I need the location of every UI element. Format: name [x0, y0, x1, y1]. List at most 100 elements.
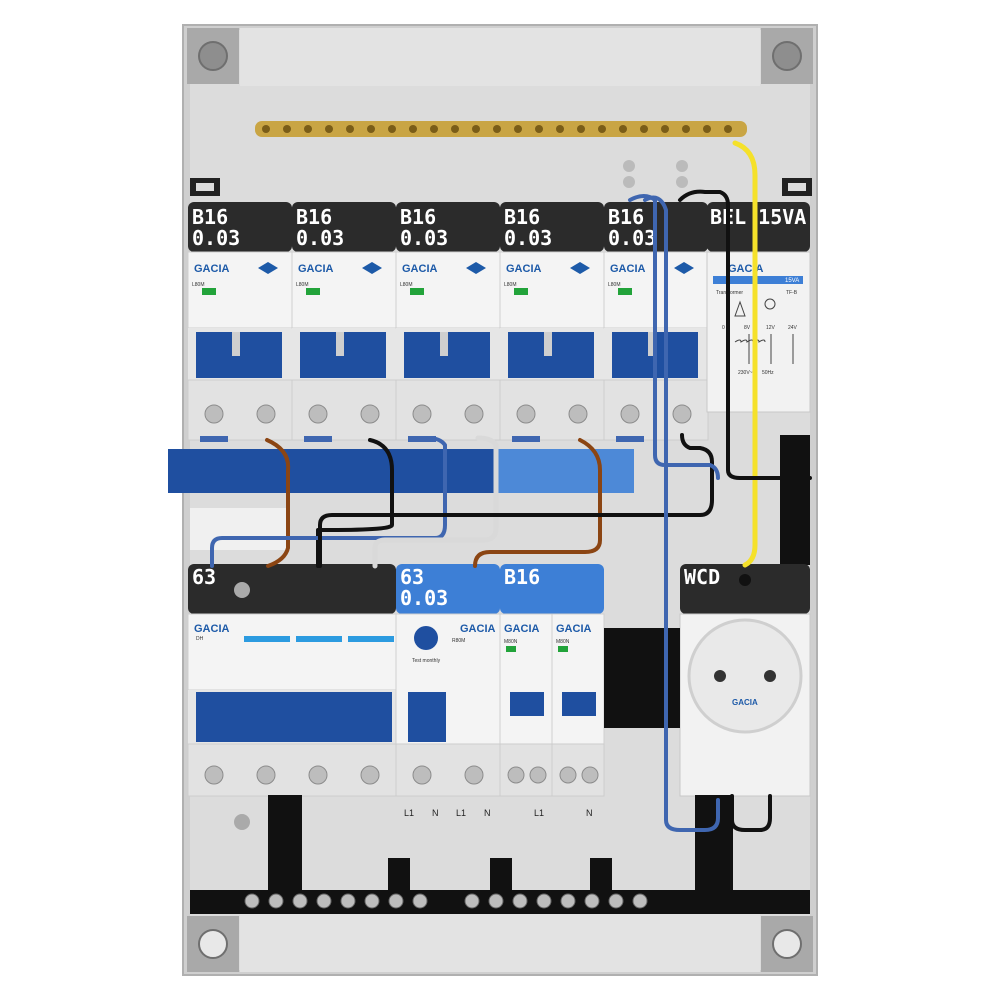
breaker-brand: GACIA	[194, 263, 230, 275]
terminal-screw	[608, 893, 624, 909]
transformer-brand: GACIA	[728, 263, 764, 275]
terminal-screw	[244, 893, 260, 909]
terminal-label: N	[484, 808, 491, 818]
corner-screw	[187, 28, 239, 84]
breaker-rating: B16	[504, 205, 540, 229]
terminal-label: L1	[456, 808, 466, 818]
breaker-rating: B16	[296, 205, 332, 229]
terminal-screw	[464, 893, 480, 909]
busbar-hole	[388, 125, 396, 133]
mcb-model: M80N	[504, 639, 518, 645]
socket-outlet: WCD GACIA	[679, 564, 811, 797]
breaker-model: L80M	[400, 282, 413, 288]
terminal-screw	[268, 893, 284, 909]
voltage-label: 24V	[788, 325, 798, 331]
busbar-hole	[409, 125, 417, 133]
breaker-model: L80M	[296, 282, 309, 288]
breaker-rating: B16	[400, 205, 436, 229]
breaker-rating: B16	[192, 205, 228, 229]
rcd-brand: GACIA	[460, 623, 496, 635]
mcb-model: M80N	[556, 639, 570, 645]
mcb-brand: GACIA	[504, 623, 540, 635]
transformer: BEL 15VA GACIA 15VA Transformer TF-B 0 8…	[706, 202, 811, 413]
breaker-model: L80M	[608, 282, 621, 288]
busbar-hole	[661, 125, 669, 133]
breaker-trip: 0.03	[504, 226, 552, 250]
breaker-trip: 0.03	[192, 226, 240, 250]
busbar-hole	[325, 125, 333, 133]
busbar-hole	[619, 125, 627, 133]
device-rating: B16	[504, 565, 540, 589]
terminal-screw	[488, 893, 504, 909]
rcd-toggle[interactable]	[408, 692, 446, 742]
transformer-code: TF-B	[786, 290, 798, 296]
breaker-toggle[interactable]	[300, 332, 342, 378]
busbar-hole	[367, 125, 375, 133]
transformer-input: 230V~	[738, 370, 753, 376]
breaker-trip: 0.03	[400, 226, 448, 250]
breaker-toggle[interactable]	[508, 332, 550, 378]
socket-label: WCD	[684, 565, 720, 589]
terminal-screw	[388, 893, 404, 909]
breaker-brand: GACIA	[610, 263, 646, 275]
main-switch-model: DH	[196, 636, 204, 642]
breaker-model: L80M	[192, 282, 205, 288]
transformer-label: BEL 15VA	[710, 205, 806, 229]
breaker-trip: 0.03	[296, 226, 344, 250]
terminal-screw	[632, 893, 648, 909]
rcd-test-button[interactable]	[414, 626, 438, 650]
terminal-label: N	[432, 808, 439, 818]
terminal-screw	[340, 893, 356, 909]
busbar-hole	[283, 125, 291, 133]
busbar-hole	[640, 125, 648, 133]
busbar-hole	[556, 125, 564, 133]
corner-screw	[761, 916, 813, 972]
device-trip: 0.03	[400, 586, 448, 610]
terminal-screw	[584, 893, 600, 909]
terminal-screw	[512, 893, 528, 909]
terminal-screw	[364, 893, 380, 909]
mcb-toggle[interactable]	[562, 692, 596, 716]
breaker-rating: B16	[608, 205, 644, 229]
corner-screw	[187, 916, 239, 972]
transformer-freq: 50Hz	[762, 370, 774, 376]
breaker-trip: 0.03	[608, 226, 656, 250]
busbar-hole	[535, 125, 543, 133]
breaker-toggle[interactable]	[404, 332, 446, 378]
busbar-hole	[682, 125, 690, 133]
busbar-hole	[598, 125, 606, 133]
terminal-screw	[292, 893, 308, 909]
busbar-hole	[493, 125, 501, 133]
breaker-toggle[interactable]	[196, 332, 238, 378]
terminal-label: L1	[404, 808, 414, 818]
breaker-brand: GACIA	[506, 263, 542, 275]
transformer-badge: 15VA	[785, 278, 799, 284]
rcd-model: R80M	[452, 638, 465, 644]
mcb-brand: GACIA	[556, 623, 592, 635]
busbar-hole	[451, 125, 459, 133]
terminal-screw	[536, 893, 552, 909]
breaker-toggle[interactable]	[612, 332, 654, 378]
device-rating: 63	[192, 565, 216, 589]
busbar-hole	[304, 125, 312, 133]
terminal-label: L1	[534, 808, 544, 818]
terminal-screw	[316, 893, 332, 909]
breaker-brand: GACIA	[402, 263, 438, 275]
busbar-hole	[346, 125, 354, 133]
mcb-toggle[interactable]	[510, 692, 544, 716]
busbar-hole	[514, 125, 522, 133]
corner-screw	[761, 28, 813, 84]
neutral-busbar	[168, 449, 494, 493]
busbar-hole	[472, 125, 480, 133]
voltage-label: 0	[722, 325, 725, 331]
terminal-label: N	[586, 808, 593, 818]
busbar-hole	[703, 125, 711, 133]
main-switch-toggle[interactable]	[196, 692, 392, 742]
breaker-model: L80M	[504, 282, 517, 288]
